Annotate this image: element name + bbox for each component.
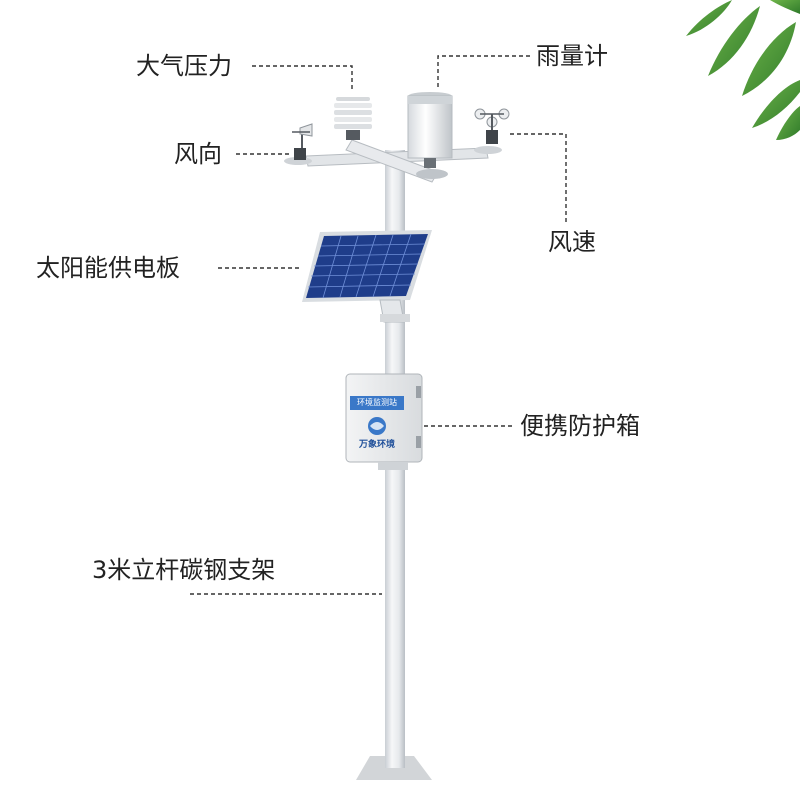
label-pole: 3米立杆碳钢支架 (92, 556, 276, 584)
solar-panel (302, 230, 432, 323)
bamboo-leaves-decoration (686, 0, 800, 140)
label-solar-panel: 太阳能供电板 (36, 254, 180, 282)
wind-direction-vane (292, 123, 313, 160)
label-rain-gauge: 雨量计 (536, 42, 608, 70)
leader-lines (190, 55, 567, 595)
box-brand-name: 万象环境 (358, 440, 395, 450)
label-pressure: 大气压力 (136, 52, 232, 80)
protective-box (345, 373, 423, 470)
pressure-sensor (334, 97, 372, 140)
label-wind-speed: 风速 (548, 228, 596, 256)
label-wind-direction: 风向 (174, 140, 222, 168)
label-protective-box: 便携防护箱 (520, 412, 640, 440)
rain-gauge (407, 92, 453, 168)
box-station-label: 环境监测站 (357, 398, 397, 407)
wind-speed-anemometer (474, 108, 510, 144)
